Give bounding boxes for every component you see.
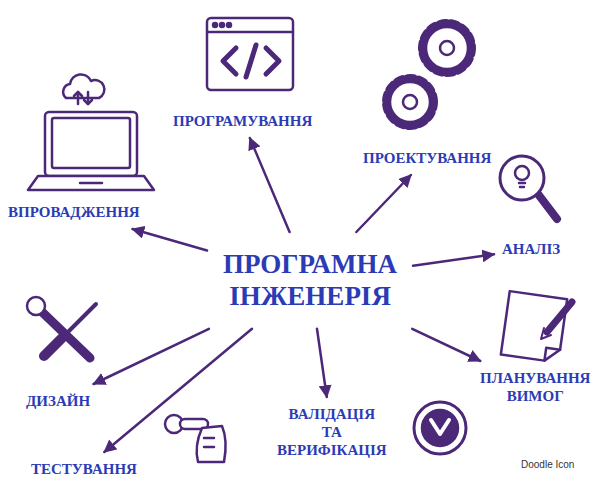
- code-window-icon: [207, 18, 293, 90]
- arrow-connector: [413, 254, 494, 265]
- topic-label: ПРОЕКТУВАННЯ: [363, 149, 491, 167]
- topic-label: ВАЛІДАЦІЯ ТА ВЕРИФІКАЦІЯ: [277, 405, 387, 459]
- pointing-hand-icon: [165, 415, 226, 462]
- magnifier-icon: [500, 156, 557, 219]
- arrow-connector: [317, 329, 327, 397]
- laptop-icon: [28, 74, 154, 190]
- topic-label: ВПРОВАДЖЕННЯ: [8, 203, 140, 221]
- topic-label: ПРОГРАМУВАННЯ: [173, 112, 312, 130]
- topic-text: ТЕСТУВАННЯ: [31, 460, 137, 478]
- topic-text: ДИЗАЙН: [26, 392, 90, 410]
- topic-text: ВПРОВАДЖЕННЯ: [8, 203, 140, 221]
- arrow-connector: [104, 329, 252, 452]
- validation-seal-icon: [414, 402, 466, 454]
- gears-icon: [386, 23, 472, 126]
- arrow-connector: [94, 329, 209, 384]
- watermark: Doodle Icon: [521, 459, 574, 470]
- tools-icon: [27, 297, 96, 358]
- topic-text: ПРОЕКТУВАННЯ: [363, 149, 491, 167]
- central-topic: ПРОГРАМНА ІНЖЕНЕРІЯ: [223, 248, 397, 313]
- topic-text: ПРОГРАМУВАННЯ: [173, 112, 312, 130]
- topic-label: АНАЛІЗ: [502, 240, 560, 258]
- topic-text: ПЛАНУВАННЯ ВИМОГ: [480, 369, 590, 405]
- arrow-connector: [250, 138, 290, 232]
- central-title: ПРОГРАМНА ІНЖЕНЕРІЯ: [223, 248, 397, 313]
- topic-label: ДИЗАЙН: [26, 392, 90, 410]
- topic-text: АНАЛІЗ: [502, 240, 560, 258]
- arrow-connector: [356, 175, 411, 232]
- topic-text: ВАЛІДАЦІЯ ТА ВЕРИФІКАЦІЯ: [277, 405, 387, 459]
- notepad-icon: [501, 291, 572, 362]
- arrow-connector: [133, 229, 207, 251]
- topic-label: ТЕСТУВАННЯ: [31, 460, 137, 478]
- topic-label: ПЛАНУВАННЯ ВИМОГ: [480, 369, 590, 405]
- arrow-connector: [412, 329, 480, 361]
